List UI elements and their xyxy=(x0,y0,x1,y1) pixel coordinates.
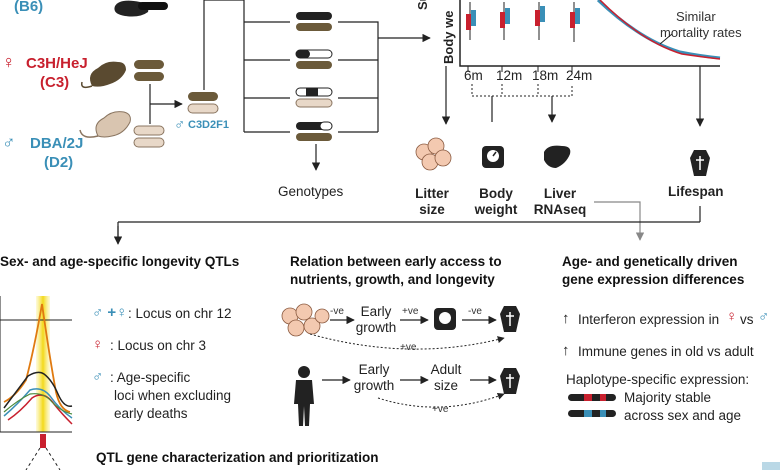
b6-mouse-icon xyxy=(114,0,168,17)
stability-text: across sex and age xyxy=(624,408,742,423)
c3-chromosome xyxy=(134,60,164,69)
male-icon: ♂ xyxy=(92,368,104,385)
survival-plot xyxy=(459,0,721,72)
qtl-item-text: : Age-specific xyxy=(110,370,191,385)
d2-mouse-icon xyxy=(79,111,131,138)
distribution-line xyxy=(117,206,701,242)
effect-label: +ve xyxy=(402,306,419,317)
female-icon: ♀ xyxy=(2,52,16,72)
effect-label: -ve xyxy=(468,306,482,317)
recombinant-chromosomes xyxy=(295,12,333,141)
lifespan-label: Lifespan xyxy=(668,184,724,199)
early-growth-node: growth xyxy=(353,378,395,393)
male-icon: ♂ xyxy=(758,308,770,325)
qtl-item-text: loci when excluding xyxy=(114,388,232,403)
liver-label: RNAseq xyxy=(533,202,587,217)
qtl-item-text: : Locus on chr 3 xyxy=(110,338,207,353)
effect-label: -ve xyxy=(330,306,344,317)
mortality-annotation: mortality rates xyxy=(660,25,742,40)
interferon-text: Interferon expression in xyxy=(578,312,720,327)
timepoint-label: 12m xyxy=(496,68,523,83)
c3-chromosome xyxy=(134,72,164,81)
early-growth-node: Early xyxy=(358,362,390,377)
qtl-item-text: early deaths xyxy=(114,406,188,421)
liver-icon xyxy=(544,145,571,168)
nutrition-panel-title: Relation between early access to xyxy=(290,254,502,269)
adult-size-node: Adult xyxy=(430,362,462,377)
qtl-item-text: : Locus on chr 12 xyxy=(128,306,232,321)
growth-to-lifespan-dotted xyxy=(377,392,505,408)
cross-connector xyxy=(149,84,182,124)
nutrition-panel-title: nutrients, growth, and longevity xyxy=(290,272,495,287)
litter-label: Litter xyxy=(415,186,449,201)
timepoint-label: 6m xyxy=(464,68,483,83)
effect-label: +ve xyxy=(400,342,417,353)
coffin-icon xyxy=(690,150,710,176)
haplotype-chromosomes xyxy=(568,394,616,417)
timepoint-label: 24m xyxy=(566,68,593,83)
up-arrow-icon: ↑ xyxy=(562,310,570,327)
effect-label: +ve xyxy=(432,404,449,415)
male-icon: ♂ xyxy=(2,132,16,152)
branch-tree xyxy=(243,0,290,133)
female-icon: ♀ xyxy=(92,336,104,353)
f1-chromosome xyxy=(187,103,219,114)
c3-strain-name: C3H/HeJ xyxy=(26,55,88,72)
coffin-icon xyxy=(500,306,520,332)
timepoint-bracket xyxy=(471,84,573,97)
body-weight-label: weight xyxy=(474,202,518,217)
male-icon: ♂ xyxy=(174,116,186,133)
coffin-icon xyxy=(500,368,520,394)
body-weight-label: Body xyxy=(479,186,513,201)
qtl-footer-title: QTL gene characterization and prioritiza… xyxy=(96,450,379,465)
expression-panel-title: gene expression differences xyxy=(562,272,745,287)
scale-icon xyxy=(434,308,456,330)
sex-symbols: ♂ +♀ xyxy=(92,304,128,321)
expression-panel-title: Age- and genetically driven xyxy=(562,254,738,269)
immune-text: Immune genes in old vs adult xyxy=(578,344,754,359)
human-icon xyxy=(294,366,314,426)
body-weight-axis-label: Body we xyxy=(441,10,456,64)
litter-icon xyxy=(415,137,452,171)
haplotype-text: Haplotype-specific expression: xyxy=(566,372,750,387)
f1-strain-label: C3D2F1 xyxy=(188,119,229,131)
timepoint-label: 18m xyxy=(532,68,559,83)
d2-strain-name: DBA/2J xyxy=(30,135,84,152)
litter-label: size xyxy=(419,202,445,217)
vs-text: vs xyxy=(740,312,754,327)
c3-mouse-icon xyxy=(80,61,126,89)
edge-accent xyxy=(762,462,780,470)
adult-size-node: size xyxy=(433,378,458,393)
stability-text: Majority stable xyxy=(624,390,712,405)
bw-arrow xyxy=(491,96,552,122)
liver-label: Liver xyxy=(543,186,577,201)
pups-icon xyxy=(281,303,330,337)
mortality-annotation: Similar xyxy=(676,9,716,24)
up-arrow-icon: ↑ xyxy=(562,342,570,359)
d2-strain-abbr: (D2) xyxy=(44,154,74,171)
f1-connector xyxy=(203,0,244,90)
d2-chromosome xyxy=(133,137,165,148)
d2-chromosome xyxy=(133,125,165,136)
rnaseq-connector xyxy=(594,201,645,241)
f1-chromosome xyxy=(188,92,218,101)
female-icon: ♀ xyxy=(726,308,738,325)
merge-tree xyxy=(338,21,430,133)
b6-strain-label: (B6) xyxy=(14,0,44,15)
pups-to-lifespan-dotted xyxy=(309,333,505,350)
genotypes-label: Genotypes xyxy=(278,184,344,199)
c3-strain-abbr: (C3) xyxy=(40,74,70,91)
qtl-plot xyxy=(0,296,73,470)
scale-icon xyxy=(482,146,504,168)
qtl-panel-title: Sex- and age-specific longevity QTLs xyxy=(0,254,240,269)
survival-axis-label: Su xyxy=(415,0,430,10)
early-growth-node: growth xyxy=(355,320,397,335)
early-growth-node: Early xyxy=(360,304,392,319)
